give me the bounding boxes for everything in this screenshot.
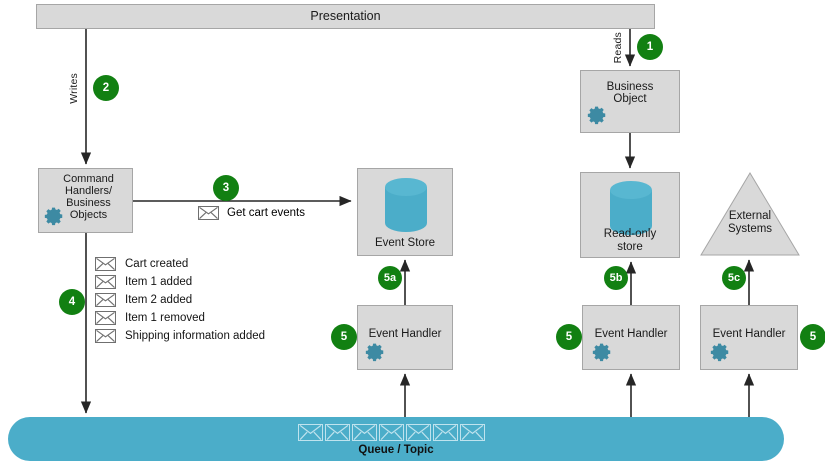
edge-label-reads: Reads <box>612 32 624 64</box>
event-handler-label: Event Handler <box>712 328 786 340</box>
badge-1: 1 <box>637 34 663 60</box>
database-cylinder-icon <box>610 181 652 235</box>
list-item-label: Item 2 added <box>125 294 193 306</box>
list-item-label: Item 1 added <box>125 276 193 288</box>
list-item-label: Shipping information added <box>125 330 266 342</box>
list-item: Cart created <box>95 255 265 273</box>
list-item: Item 2 added <box>95 291 265 309</box>
node-event-handler-1[interactable]: Event Handler <box>357 305 453 370</box>
envelope-icon <box>95 329 116 343</box>
badge-5-eh2: 5 <box>556 324 582 350</box>
envelope-icon <box>325 424 350 441</box>
envelope-icon <box>95 293 116 307</box>
envelope-icon <box>433 424 458 441</box>
database-cylinder-icon <box>385 178 427 232</box>
badge-5a: 5a <box>378 266 402 290</box>
list-item-label: Cart created <box>125 258 189 270</box>
list-item: Item 1 added <box>95 273 265 291</box>
gear-icon <box>710 343 729 362</box>
badge-5b: 5b <box>604 266 628 290</box>
envelope-icon <box>198 206 219 220</box>
envelope-icon <box>379 424 404 441</box>
envelope-icon <box>95 257 116 271</box>
envelope-icon <box>95 275 116 289</box>
envelope-icon <box>352 424 377 441</box>
presentation-label: Presentation <box>310 9 381 23</box>
gear-icon <box>587 106 606 125</box>
edge-label-writes: Writes <box>68 73 80 104</box>
list-item-label: Item 1 removed <box>125 312 205 324</box>
node-presentation[interactable]: Presentation <box>36 4 655 29</box>
node-external-systems[interactable]: External Systems <box>700 172 800 256</box>
badge-3: 3 <box>213 175 239 201</box>
badge-5c: 5c <box>722 266 746 290</box>
node-event-handler-2[interactable]: Event Handler <box>582 305 680 370</box>
gear-icon <box>44 207 63 226</box>
gear-icon <box>592 343 611 362</box>
node-read-only-store[interactable]: Read-only store <box>580 172 680 258</box>
event-handler-label: Event Handler <box>368 328 442 340</box>
business-object-label: Business Object <box>606 81 654 106</box>
read-only-store-label: Read-only store <box>603 228 657 253</box>
badge-5-eh1: 5 <box>331 324 357 350</box>
node-event-store[interactable]: Event Store <box>357 168 453 256</box>
envelope-icon <box>460 424 485 441</box>
get-cart-events-label: Get cart events <box>227 207 305 219</box>
triangle-shape <box>700 172 800 256</box>
envelope-icon <box>95 311 116 325</box>
badge-5-eh3: 5 <box>800 324 825 350</box>
envelope-icon <box>406 424 431 441</box>
queue-envelopes <box>298 424 485 441</box>
badge-2: 2 <box>93 75 119 101</box>
event-handler-label: Event Handler <box>594 328 668 340</box>
node-business-object[interactable]: Business Object <box>580 70 680 133</box>
external-systems-label: External Systems <box>727 210 773 235</box>
list-item: Shipping information added <box>95 327 265 345</box>
event-store-label: Event Store <box>374 236 436 249</box>
node-event-handler-3[interactable]: Event Handler <box>700 305 798 370</box>
envelope-icon <box>298 424 323 441</box>
badge-4: 4 <box>59 289 85 315</box>
gear-icon <box>365 343 384 362</box>
event-list: Cart created Item 1 added Item 2 added I… <box>95 255 265 345</box>
edge-get-cart-events: Get cart events <box>198 206 305 220</box>
list-item: Item 1 removed <box>95 309 265 327</box>
node-command-handlers[interactable]: Command Handlers/ Business Objects <box>38 168 133 233</box>
command-handlers-label: Command Handlers/ Business Objects <box>63 173 114 221</box>
queue-topic-label: Queue / Topic <box>358 444 434 456</box>
